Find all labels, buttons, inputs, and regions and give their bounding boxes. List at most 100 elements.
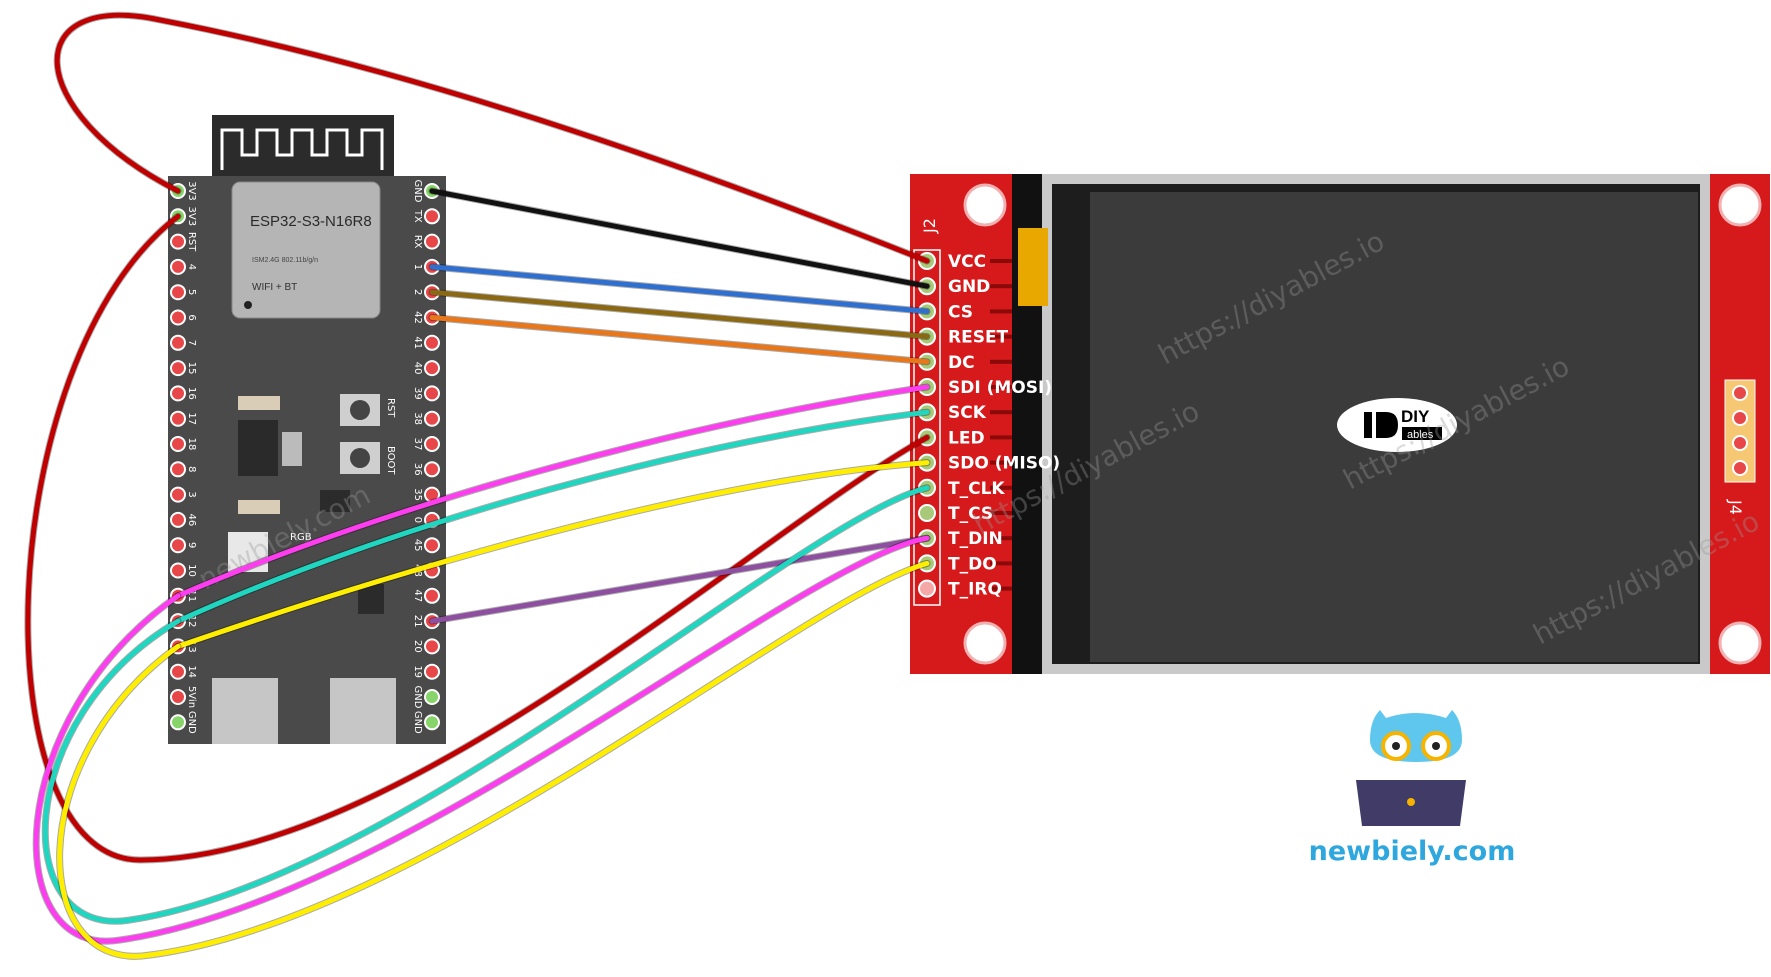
- esp32-pin-label: 13: [186, 640, 197, 653]
- wire-21-tdin: [429, 535, 930, 624]
- j4-pin-header: [1724, 379, 1756, 483]
- voltage-regulator: [238, 420, 278, 476]
- esp32-pin-label: 20: [412, 640, 423, 653]
- display-pin-trace: [990, 359, 1012, 364]
- display-pin-label: LED: [948, 428, 985, 448]
- display-pin-trace: [990, 435, 1012, 440]
- j4-pin-hole: [1732, 435, 1748, 451]
- esp32-pin-label: 47: [412, 589, 423, 602]
- esp32-pin-hole: [424, 461, 440, 478]
- esp32-pin-label: TX: [412, 209, 423, 223]
- esp32-pin-hole: [424, 208, 440, 225]
- esp32-pin-hole: [424, 537, 440, 554]
- esp32-pin-label: GND: [412, 180, 423, 203]
- esp32-pin-hole: [424, 385, 440, 402]
- esp32-pin-label: 3: [186, 491, 197, 497]
- smd-capacitor: [238, 500, 280, 514]
- display-pin-label: T_DO: [948, 554, 997, 574]
- wire-11-tdin: [33, 535, 930, 944]
- esp32-pin-hole: [424, 360, 440, 377]
- esp32-pin-hole: [424, 436, 440, 452]
- esp32-pin-label: 42: [412, 311, 423, 324]
- esp32-pin-hole: [424, 689, 440, 705]
- wire-13-miso: [175, 460, 930, 649]
- esp32-pin-label: 1: [412, 264, 423, 270]
- display-pin-trace: [990, 536, 1012, 541]
- display-pin-trace: [990, 410, 1012, 415]
- esp32-pin-label: 15: [186, 362, 197, 375]
- esp32-pin-label: 40: [412, 362, 423, 375]
- wire-12-tclk: [42, 485, 930, 924]
- esp32-pin-label: 46: [186, 514, 197, 527]
- logo-bottom-text: ables: [1407, 429, 1434, 441]
- antenna-area: [212, 115, 394, 183]
- ic-chip-2: [358, 584, 384, 614]
- esp32-pin-hole: [170, 461, 186, 478]
- esp32-pin-label: 17: [186, 412, 197, 425]
- display-pin-label: T_CLK: [948, 479, 1005, 499]
- esp32-pin-hole: [424, 587, 440, 604]
- display-pin-label: T_DIN: [948, 529, 1003, 549]
- esp32-pin-hole: [170, 511, 186, 528]
- usb-port-left: [212, 678, 278, 744]
- display-pin-trace: [990, 284, 1012, 289]
- display-pin-label: SCK: [948, 403, 987, 423]
- pin-header-outline: [913, 249, 941, 606]
- module-line2: WIFI + BT: [252, 282, 297, 293]
- esp32-board: ESP32-S3-N16R8 ISM2.4G 802.11b/g/n WIFI …: [168, 115, 446, 744]
- display-pin-trace: [990, 485, 1012, 490]
- header-label-j2: J2: [920, 218, 939, 234]
- esp32-pin-label: 4: [186, 264, 197, 270]
- module-dot: [244, 301, 252, 309]
- esp32-pin-label: 3V3: [186, 181, 197, 201]
- esp32-pin-label: 7: [186, 340, 197, 346]
- esp32-pin-label: 18: [186, 438, 197, 451]
- display-pin-label: SDI (MOSI): [948, 378, 1052, 398]
- esp32-pin-label: 3V3: [186, 207, 197, 227]
- esp32-pin-label: 35: [412, 488, 423, 501]
- esp32-pin-hole: [170, 309, 186, 326]
- side-label-j4: J4: [1726, 499, 1745, 515]
- display-pin-trace: [990, 259, 1012, 263]
- esp32-pin-label: 5Vin: [186, 686, 197, 708]
- module-line1: ISM2.4G 802.11b/g/n: [252, 257, 318, 264]
- esp32-pin-label: 39: [412, 387, 423, 400]
- esp32-pin-hole: [170, 258, 186, 275]
- esp32-pin-label: 16: [186, 387, 197, 400]
- wire-3v3-led-outline: [24, 212, 931, 864]
- wire-1-cs: [429, 264, 930, 314]
- esp32-pin-hole: [424, 410, 440, 427]
- esp32-pin-label: 11: [186, 589, 197, 602]
- wire-12-sck: [175, 409, 930, 624]
- wire-13-tdo: [57, 560, 930, 959]
- regulator-tab: [282, 432, 302, 466]
- esp32-pin-hole: [170, 486, 186, 503]
- display-pin-header: [918, 252, 1012, 598]
- wire-3v3-vcc: [54, 12, 930, 264]
- mount-hole-br: [1718, 621, 1762, 665]
- esp32-pin-label: 37: [412, 438, 423, 451]
- display-pin-trace: [990, 586, 1012, 591]
- esp32-pin-label: 14: [186, 665, 197, 678]
- esp32-pin-label: 2: [412, 289, 423, 295]
- mount-hole-tr: [1718, 183, 1762, 227]
- usb-port-right: [330, 678, 396, 744]
- esp32-pin-hole: [170, 714, 186, 731]
- mount-hole-tl: [963, 183, 1007, 227]
- j4-pin-hole: [1732, 460, 1748, 476]
- esp32-pin-label: 21: [412, 615, 423, 628]
- wire-42-dc: [429, 315, 930, 365]
- esp32-pin-label: RX: [412, 235, 423, 249]
- display-pin-label: T_IRQ: [948, 580, 1002, 600]
- esp32-module: [231, 181, 381, 319]
- esp32-pin-label: 38: [412, 412, 423, 425]
- newbiely-logo: newbiely.com: [1309, 710, 1516, 867]
- diyables-logo-icon: [1364, 412, 1398, 438]
- display-pin-trace: [990, 309, 1012, 314]
- brand-text: newbiely.com: [1309, 836, 1516, 867]
- esp32-pin-hole: [170, 334, 186, 351]
- esp32-pin-hole: [170, 689, 186, 705]
- display-pin-label: RESET: [948, 328, 1009, 348]
- esp32-pin-label: 9: [186, 542, 197, 548]
- rgb-label: RGB: [290, 532, 312, 543]
